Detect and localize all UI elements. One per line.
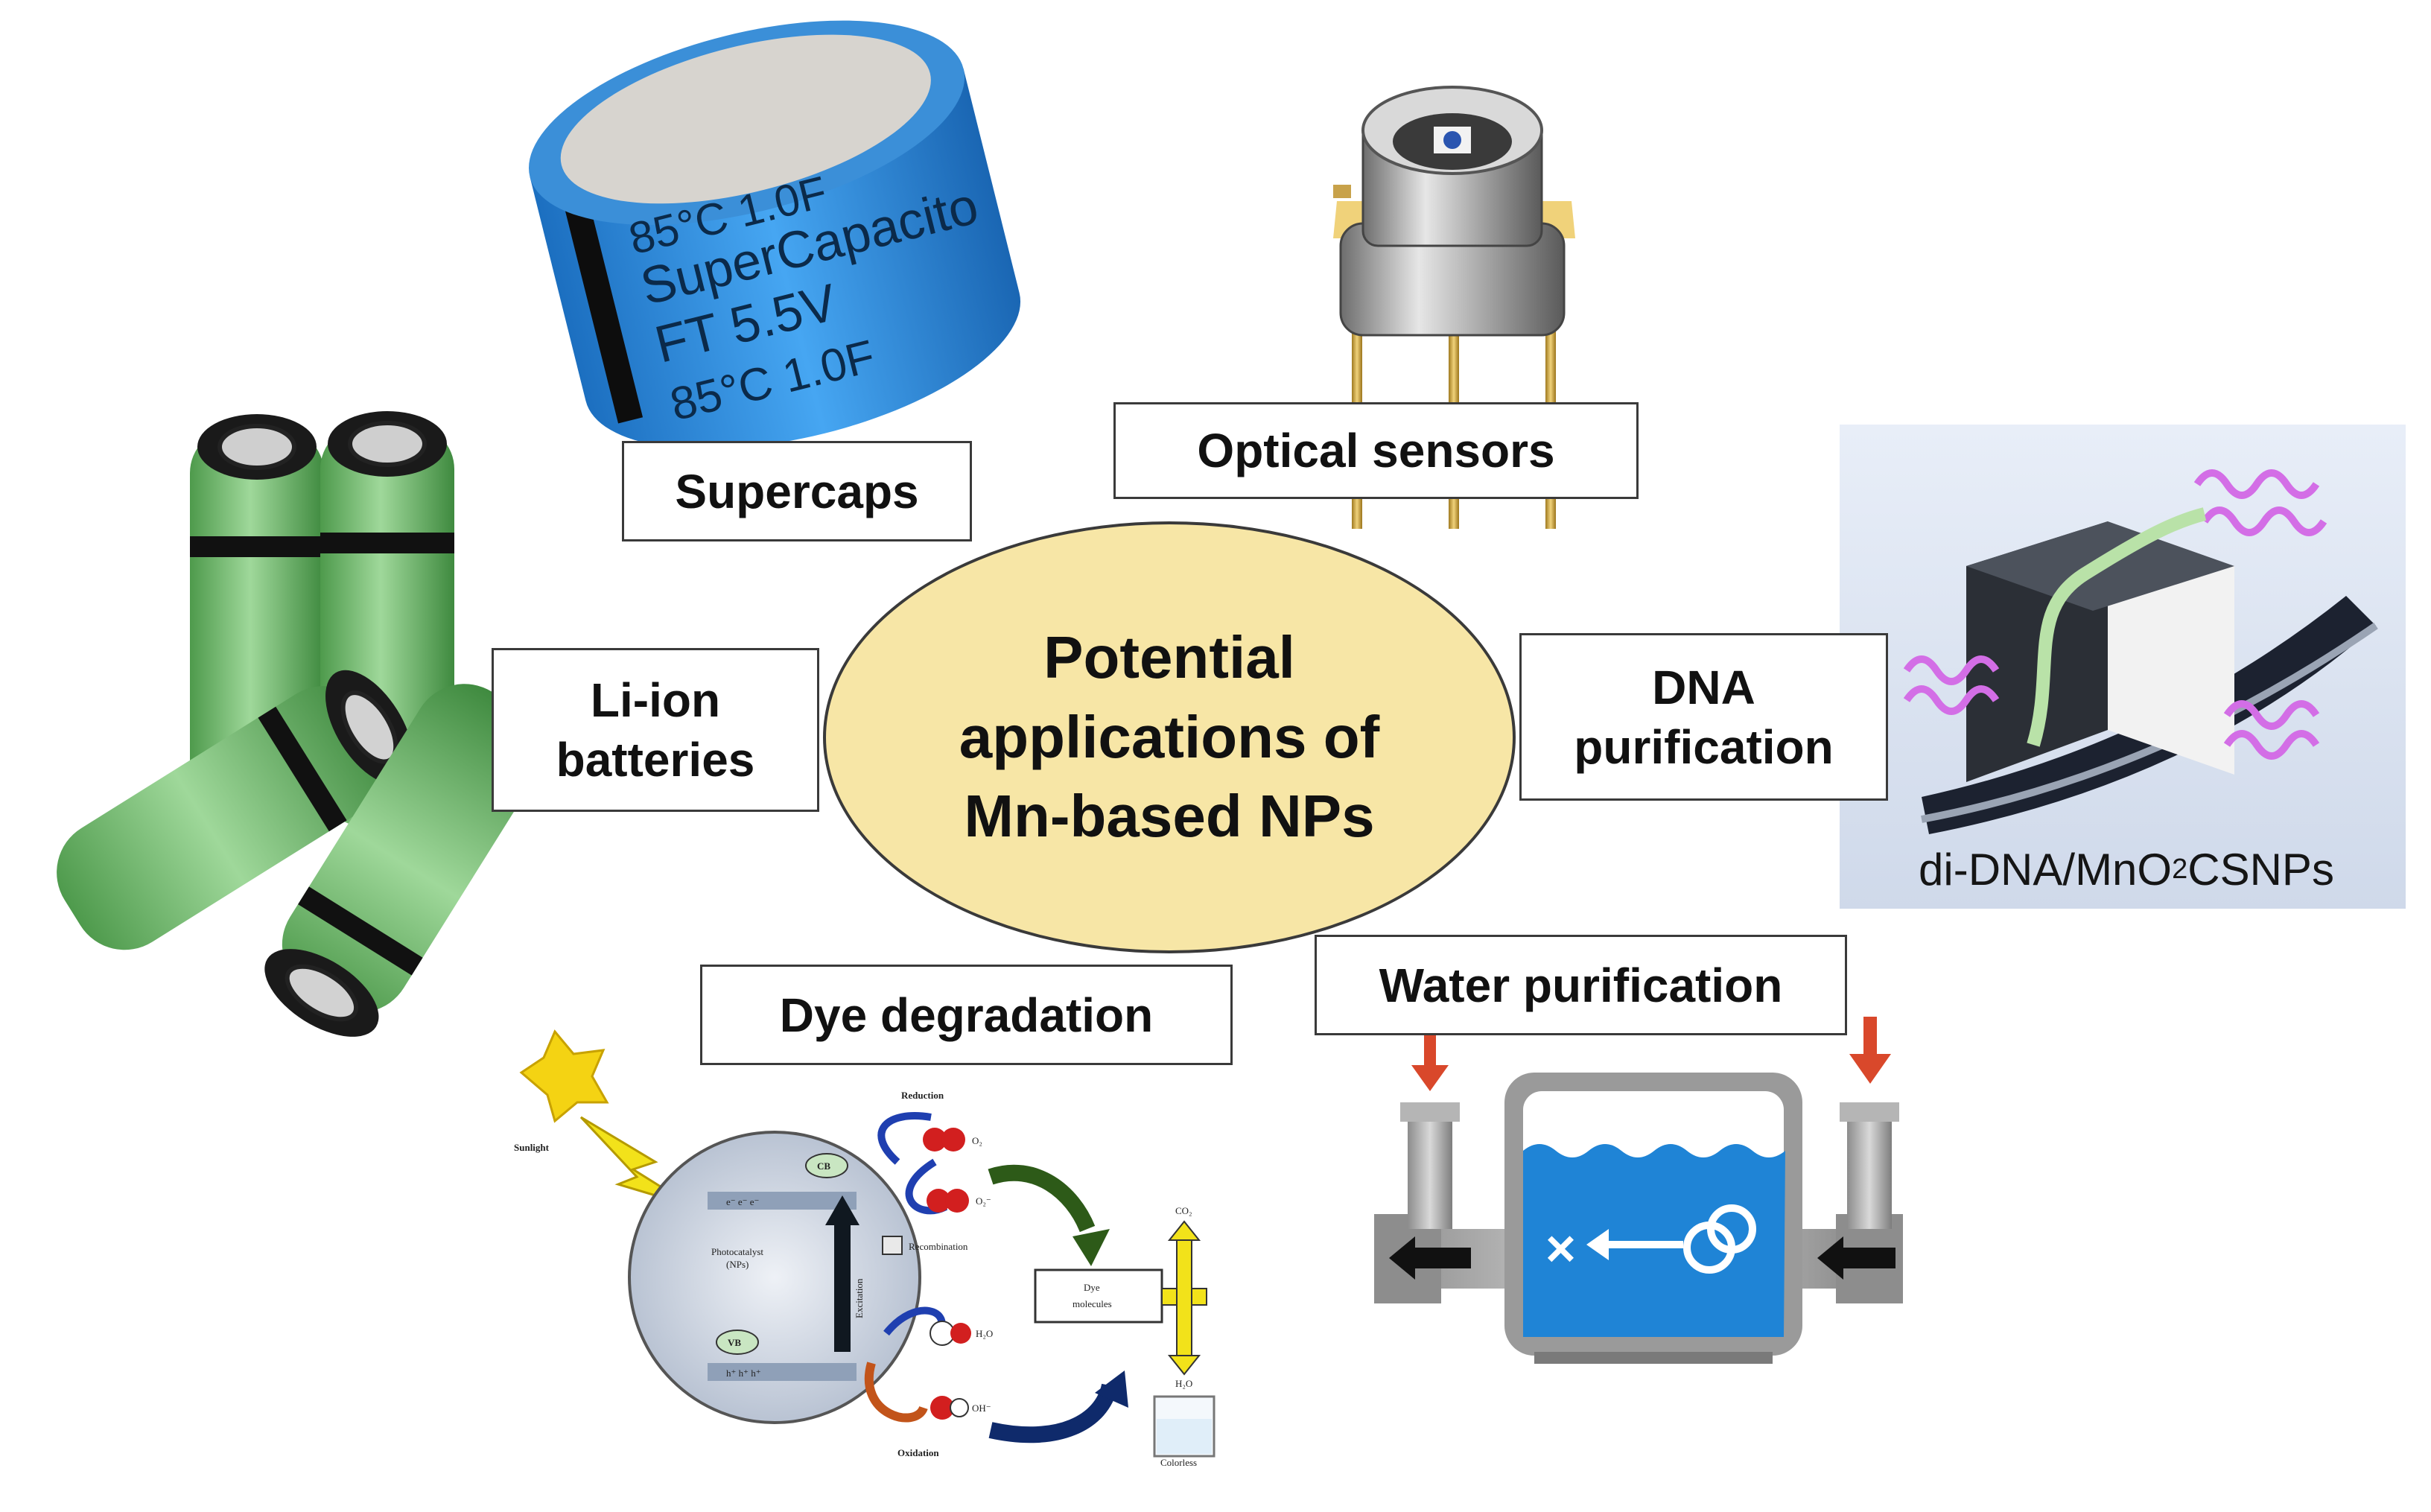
cb-label: CB xyxy=(817,1160,830,1172)
label-dna-purification: DNA purification xyxy=(1519,633,1888,801)
supercapacitor-icon: 85°C 1.0F SuperCapacito FT 5.5V 85°C 1.0… xyxy=(528,20,1021,449)
dye-molecules-label-1: Dye xyxy=(1084,1282,1100,1293)
dna-caption-prefix: di-DNA/MnO xyxy=(1919,844,2173,895)
vb-label: VB xyxy=(728,1337,741,1348)
label-li-ion-text: Li-ion batteries xyxy=(556,673,755,787)
sunlight-label: Sunlight xyxy=(514,1142,550,1153)
label-supercaps: Supercaps xyxy=(622,441,972,541)
label-optical-sensors: Optical sensors xyxy=(1113,402,1639,499)
h2o-label: H₂O xyxy=(976,1328,993,1339)
photocatalyst-label-2: (NPs) xyxy=(726,1259,749,1270)
svg-text:×: × xyxy=(1545,1219,1576,1277)
o2-radical-label: O₂⁻ xyxy=(976,1195,991,1207)
reduction-label: Reduction xyxy=(901,1090,944,1101)
colorless-label: Colorless xyxy=(1160,1457,1197,1468)
label-dna-text: DNA purification xyxy=(1574,660,1834,774)
oh-radical-label: OH⁻ xyxy=(972,1403,991,1414)
electrons-label: e⁻ e⁻ e⁻ xyxy=(726,1196,759,1207)
center-ellipse: Potential applications of Mn-based NPs xyxy=(823,521,1516,953)
h2o-product-label: H₂O xyxy=(1175,1378,1192,1389)
label-li-ion-batteries: Li-ion batteries xyxy=(492,648,819,812)
dna-caption-suffix: CSNPs xyxy=(2187,844,2334,895)
nanoparticle-cube-icon xyxy=(1840,425,2406,909)
battery-icon xyxy=(57,411,542,1037)
label-water-purification: Water purification xyxy=(1315,935,1847,1035)
dna-caption-subscript: 2 xyxy=(2172,853,2188,885)
co2-label: CO₂ xyxy=(1175,1205,1192,1216)
holes-label: h⁺ h⁺ h⁺ xyxy=(726,1368,761,1379)
excitation-label: Excitation xyxy=(854,1278,865,1318)
label-optical-sensors-text: Optical sensors xyxy=(1197,424,1555,477)
label-water-text: Water purification xyxy=(1379,958,1783,1012)
label-dye-text: Dye degradation xyxy=(779,988,1154,1042)
label-supercaps-text: Supercaps xyxy=(675,464,919,518)
oxidation-label: Oxidation xyxy=(897,1447,939,1458)
photocatalyst-label-1: Photocatalyst xyxy=(711,1246,763,1257)
dye-molecules-label-2: molecules xyxy=(1072,1298,1112,1309)
label-dye-degradation: Dye degradation xyxy=(700,965,1233,1065)
o2-label: O₂ xyxy=(972,1135,982,1146)
water-filter-icon: × xyxy=(1374,1017,1903,1364)
center-title: Potential applications of Mn-based NPs xyxy=(959,624,1380,850)
photocatalysis-scheme: Sunlight e⁻ e⁻ e⁻ h⁺ h⁺ h⁺ CB VB Photoca… xyxy=(500,1024,1230,1468)
recombination-label: Recombination xyxy=(909,1241,968,1252)
